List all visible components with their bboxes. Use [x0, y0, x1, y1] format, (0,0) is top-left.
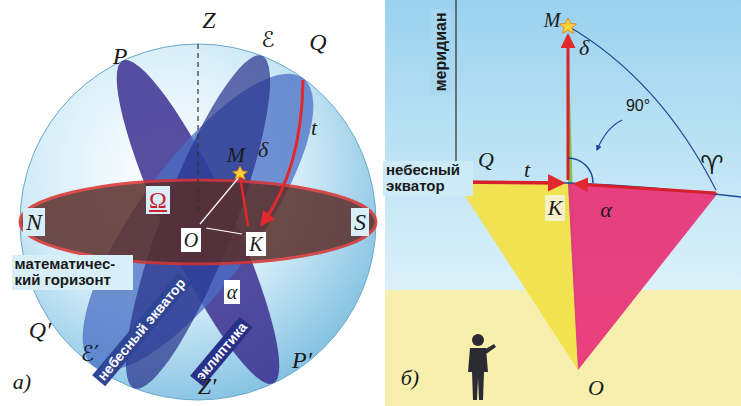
declination-arc	[240, 176, 248, 226]
angle-label: α	[600, 198, 612, 222]
meridian-label: меридиан	[430, 10, 450, 95]
sight-line	[206, 228, 242, 234]
angle-pointer	[597, 120, 622, 150]
equator-label: небесный экватор	[92, 273, 191, 387]
perspective-view	[385, 0, 741, 406]
angle-label: t	[524, 158, 530, 182]
point-label: M	[544, 9, 561, 31]
hour-angle-arc	[262, 80, 303, 224]
point-label: O	[588, 376, 604, 400]
ecliptic-label: ℰ	[261, 28, 274, 52]
ecliptic-label: ℰ′	[81, 342, 99, 366]
sphere	[20, 44, 376, 400]
triangle	[456, 182, 578, 370]
right-ascension-arrow	[576, 184, 716, 193]
point-label: O	[181, 228, 201, 252]
star	[233, 166, 248, 180]
angle-label: δ	[579, 36, 589, 60]
panel-label: б)	[401, 366, 419, 390]
great-circle	[568, 26, 716, 190]
point-label: Z	[202, 7, 215, 33]
point-label: Q	[309, 29, 326, 55]
right-angle-mark	[568, 158, 593, 183]
point-label: S	[351, 208, 369, 236]
equator-label: небесный экватор	[383, 161, 473, 196]
meridian-line	[455, 0, 456, 182]
point-label: N	[23, 208, 45, 236]
vernal-equinox-symbol: ♈	[700, 151, 723, 180]
zenith-line	[197, 44, 198, 214]
sight-line	[200, 176, 240, 224]
point-label: M	[227, 143, 245, 167]
panel-label: а)	[13, 370, 31, 394]
angle-label: 90°	[626, 97, 650, 115]
star	[560, 18, 577, 33]
observer	[468, 334, 496, 400]
celestial-sphere	[20, 43, 376, 402]
point-label: P′	[292, 347, 312, 373]
angle-label: α	[224, 280, 241, 304]
angle-label: δ	[258, 138, 268, 162]
angle-label: t	[311, 116, 317, 140]
point-label: K	[246, 232, 265, 256]
point-label: Q′	[29, 317, 52, 343]
triangle	[568, 183, 718, 370]
point-label: P	[113, 43, 128, 69]
point-label: Q	[478, 148, 494, 172]
horizon-label: математичес-кий горизонт	[12, 255, 133, 290]
point-label: Z′	[198, 373, 217, 399]
plane-label: Ω	[146, 186, 170, 214]
point-label: K	[545, 195, 566, 221]
